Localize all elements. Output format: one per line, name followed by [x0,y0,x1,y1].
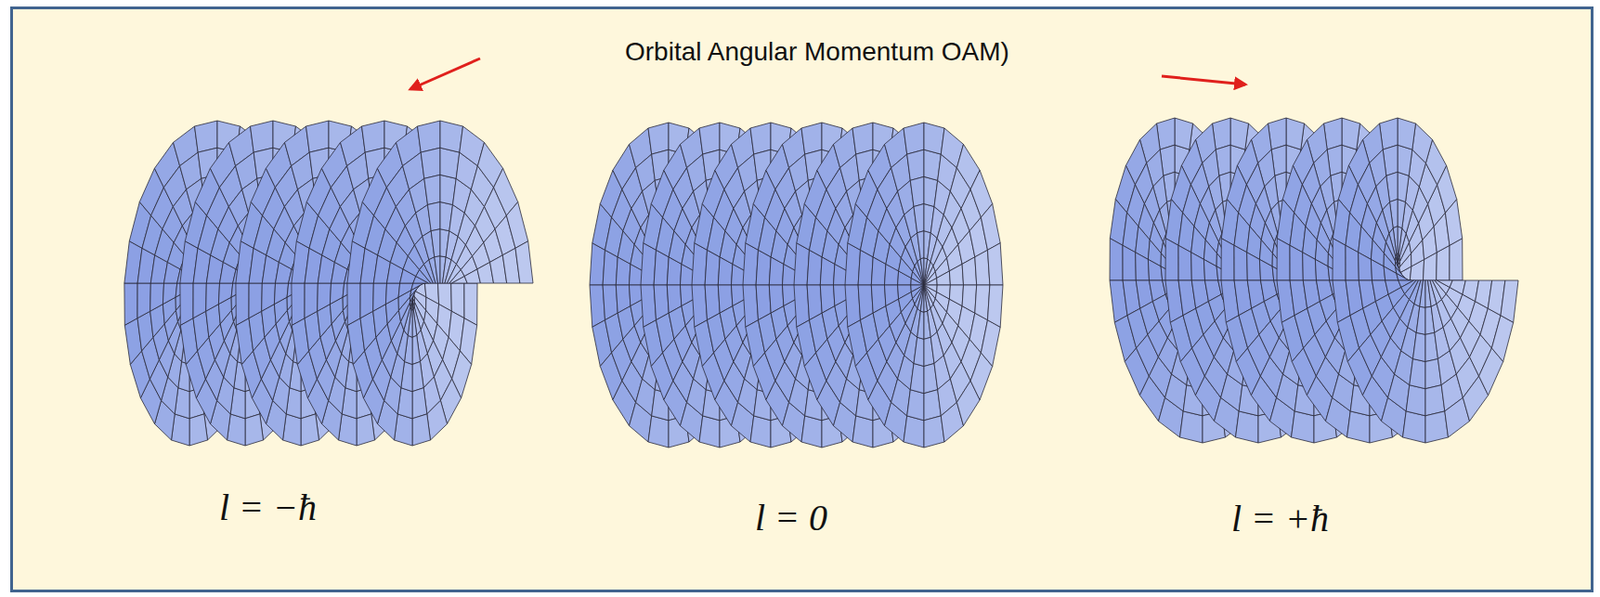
title: Orbital Angular Momentum OAM) [624,37,1010,67]
mode-label: l = +ħ [1231,496,1329,541]
pointer-arrow [1161,76,1246,85]
mode-label: l = −ħ [219,485,317,530]
mode-label: l = 0 [754,495,828,540]
wavefront-mesh [1109,117,1519,443]
wavefront-mesh [124,120,534,446]
pointer-arrow [410,58,481,90]
wavefront-mesh [589,122,1003,448]
beam-surfaces [124,117,1519,448]
